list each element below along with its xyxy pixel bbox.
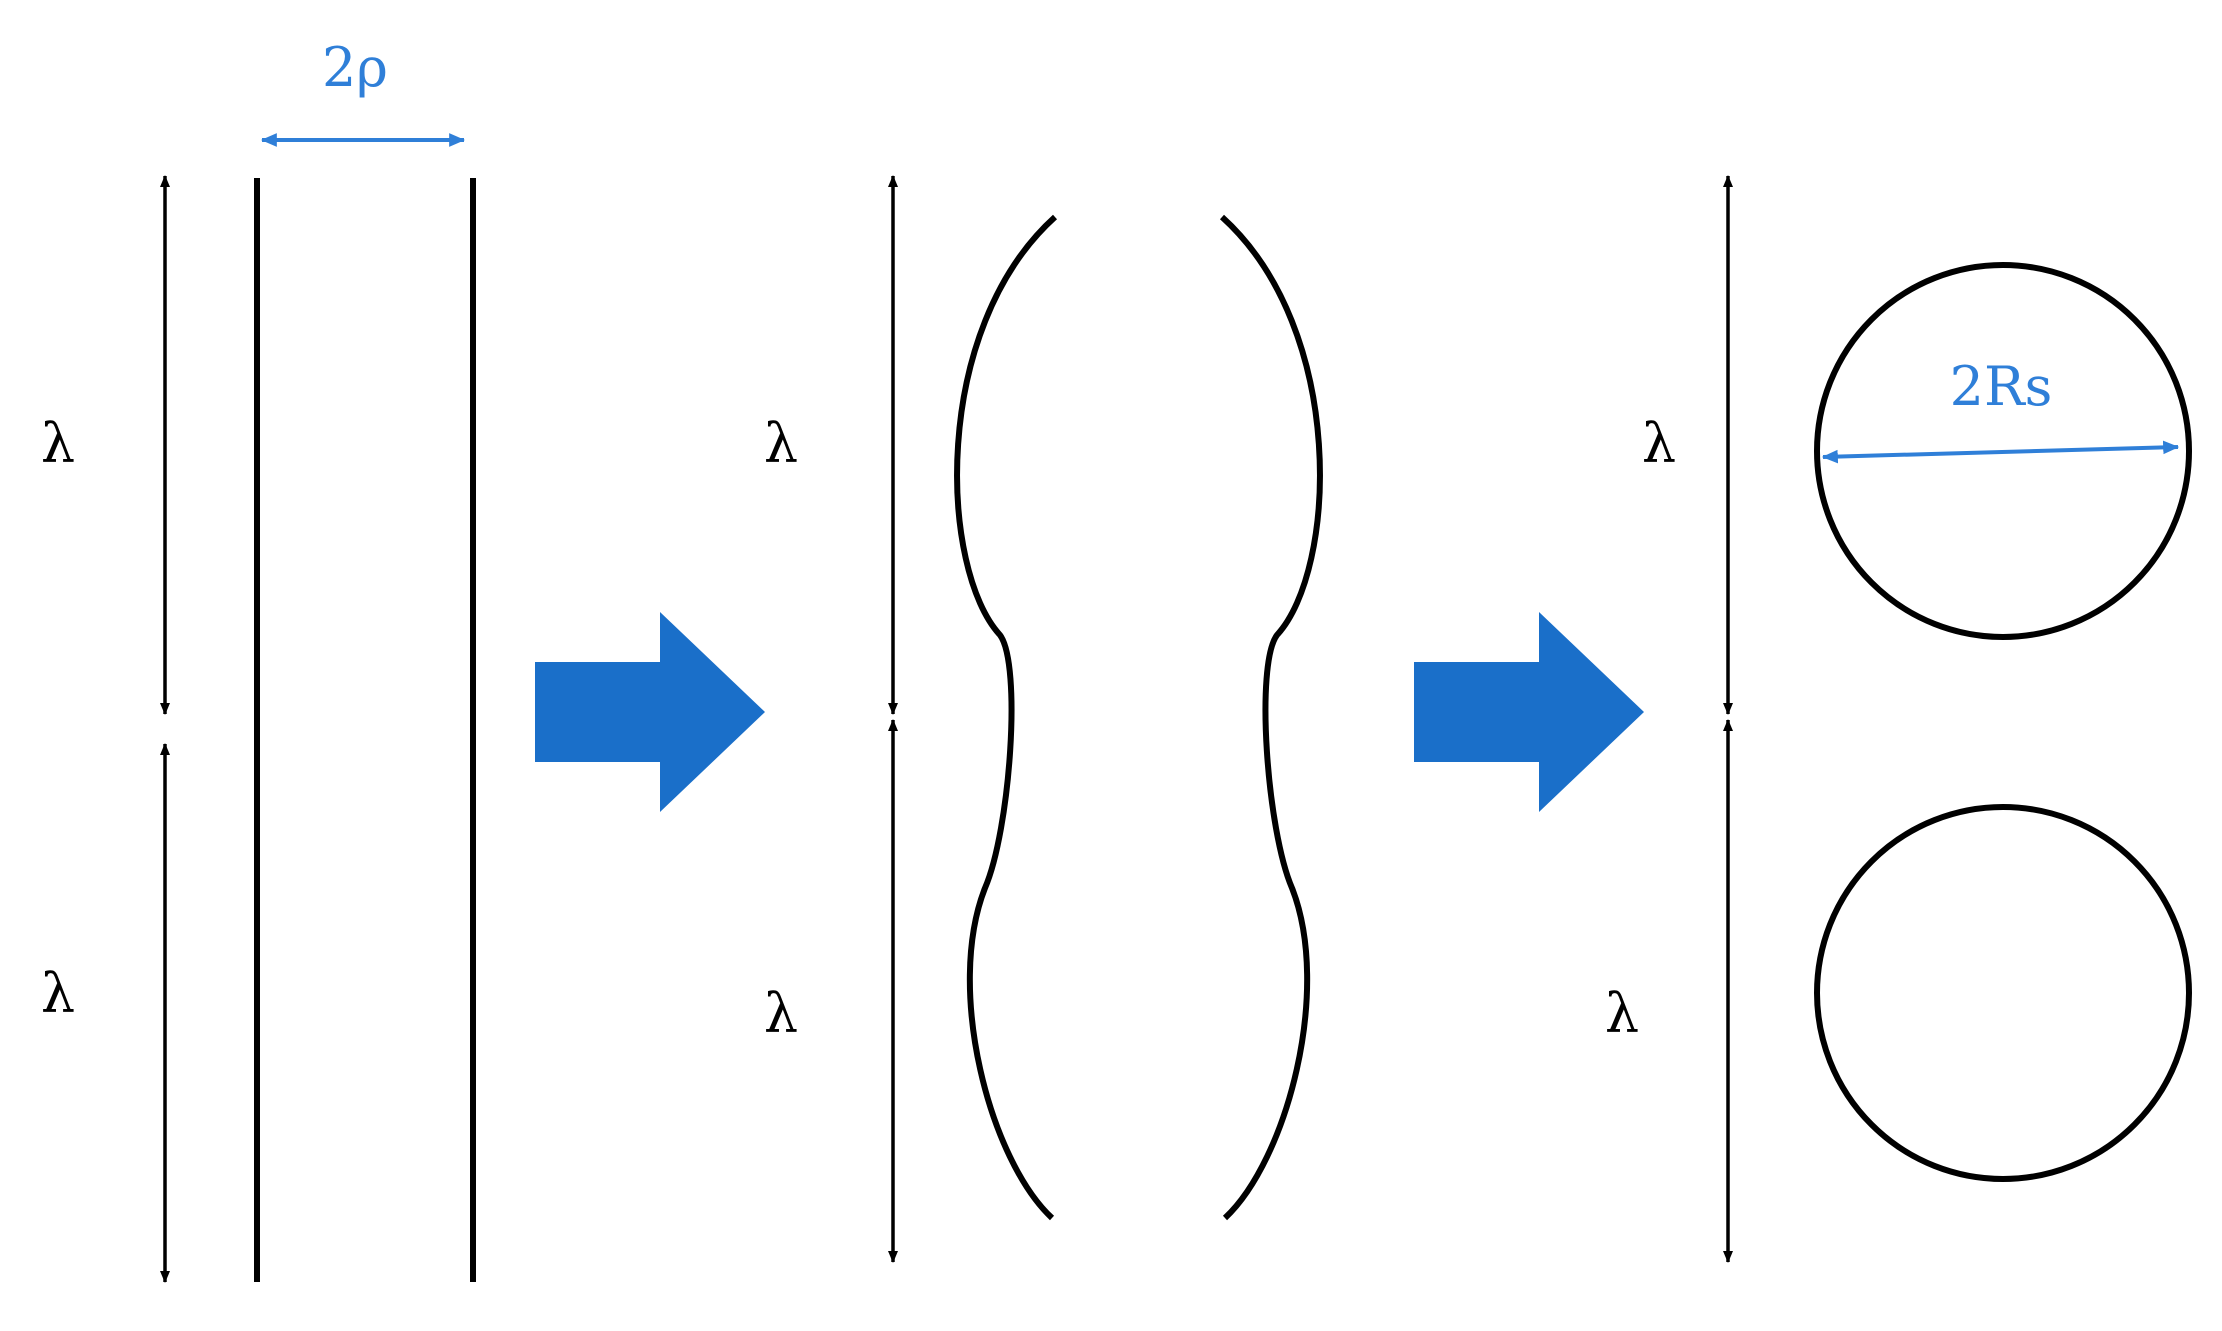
perturbed-right-wall	[1219, 214, 1323, 1221]
droplet-lower	[1814, 804, 2192, 1182]
wavelength-label-upper-2: λ	[764, 412, 798, 475]
wavelength-label-lower: λ	[41, 962, 75, 1025]
sphere-diameter-arrow	[1821, 440, 2180, 464]
stage-droplets: 2Rs λ λ	[1605, 175, 2192, 1263]
transition-arrow-2	[1414, 612, 1644, 812]
droplet-upper	[1814, 262, 2192, 640]
perturbed-left-wall	[954, 214, 1058, 1221]
diameter-label: 2ρ	[322, 36, 388, 99]
stage-perturbed: λ λ	[764, 175, 1323, 1263]
sphere-diameter-label: 2Rs	[1950, 355, 2053, 418]
wavelength-label-lower-2: λ	[764, 982, 798, 1045]
wavelength-label-lower-3: λ	[1605, 982, 1639, 1045]
wavelength-label-upper: λ	[41, 412, 75, 475]
wavelength-label-upper-3: λ	[1642, 412, 1676, 475]
transition-arrow-1	[535, 612, 765, 812]
stage-cylinder: 2ρ λ λ	[41, 36, 476, 1283]
